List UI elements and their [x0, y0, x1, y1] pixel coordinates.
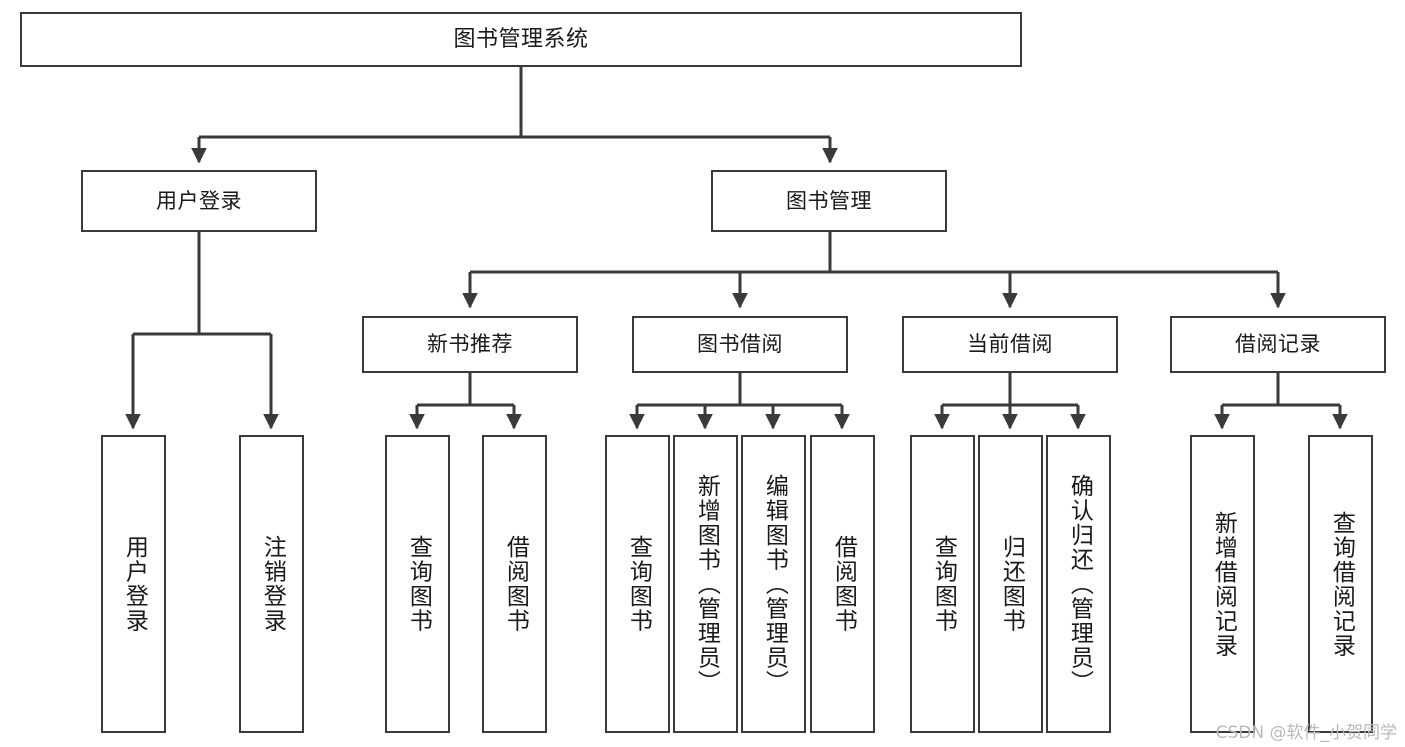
node-label: 图书借阅: [697, 332, 783, 357]
node-label: 图书管理: [786, 188, 872, 213]
node-label: 新增借阅记录: [1210, 510, 1237, 658]
node-label: 借阅记录: [1235, 332, 1321, 357]
leaf-confirm-return-admin[interactable]: 确认归还（管理员）: [1046, 435, 1111, 733]
node-label: 查询图书: [930, 535, 957, 633]
node-root-book-management-system[interactable]: 图书管理系统: [20, 12, 1022, 67]
node-label: 归还图书: [998, 535, 1025, 633]
node-borrow-record[interactable]: 借阅记录: [1170, 316, 1386, 373]
node-label: 新书推荐: [427, 332, 513, 357]
node-label: 用户登录: [156, 188, 242, 213]
leaf-query-borrow-record[interactable]: 查询借阅记录: [1308, 435, 1373, 733]
node-label: 用户登录: [121, 535, 148, 633]
leaf-query-book-borrow[interactable]: 查询图书: [605, 435, 670, 733]
node-label: 新增图书（管理员）: [693, 473, 720, 695]
node-label: 查询图书: [405, 535, 432, 633]
node-book-borrow[interactable]: 图书借阅: [632, 316, 848, 373]
leaf-add-borrow-record[interactable]: 新增借阅记录: [1190, 435, 1255, 733]
node-label: 图书管理系统: [453, 26, 589, 52]
leaf-add-book-admin[interactable]: 新增图书（管理员）: [673, 435, 738, 733]
node-current-borrow[interactable]: 当前借阅: [902, 316, 1118, 373]
csdn-watermark: CSDN @软件_小贺同学: [1215, 723, 1397, 743]
node-label: 借阅图书: [502, 535, 529, 633]
node-label: 查询借阅记录: [1328, 510, 1355, 658]
leaf-query-book-current[interactable]: 查询图书: [910, 435, 975, 733]
node-label: 注销登录: [259, 535, 286, 633]
node-book-management[interactable]: 图书管理: [711, 170, 947, 232]
node-label: 借阅图书: [830, 535, 857, 633]
node-user-login[interactable]: 用户登录: [81, 170, 317, 232]
leaf-borrow-book-recommend[interactable]: 借阅图书: [482, 435, 547, 733]
leaf-edit-book-admin[interactable]: 编辑图书（管理员）: [741, 435, 806, 733]
leaf-borrow-book[interactable]: 借阅图书: [810, 435, 875, 733]
leaf-return-book[interactable]: 归还图书: [978, 435, 1043, 733]
node-new-book-recommend[interactable]: 新书推荐: [362, 316, 578, 373]
leaf-query-book-recommend[interactable]: 查询图书: [385, 435, 450, 733]
leaf-user-login[interactable]: 用户登录: [101, 435, 166, 733]
node-label: 当前借阅: [967, 332, 1053, 357]
leaf-logout-login[interactable]: 注销登录: [239, 435, 304, 733]
node-label: 确认归还（管理员）: [1066, 473, 1093, 695]
node-label: 查询图书: [625, 535, 652, 633]
node-label: 编辑图书（管理员）: [761, 473, 788, 695]
